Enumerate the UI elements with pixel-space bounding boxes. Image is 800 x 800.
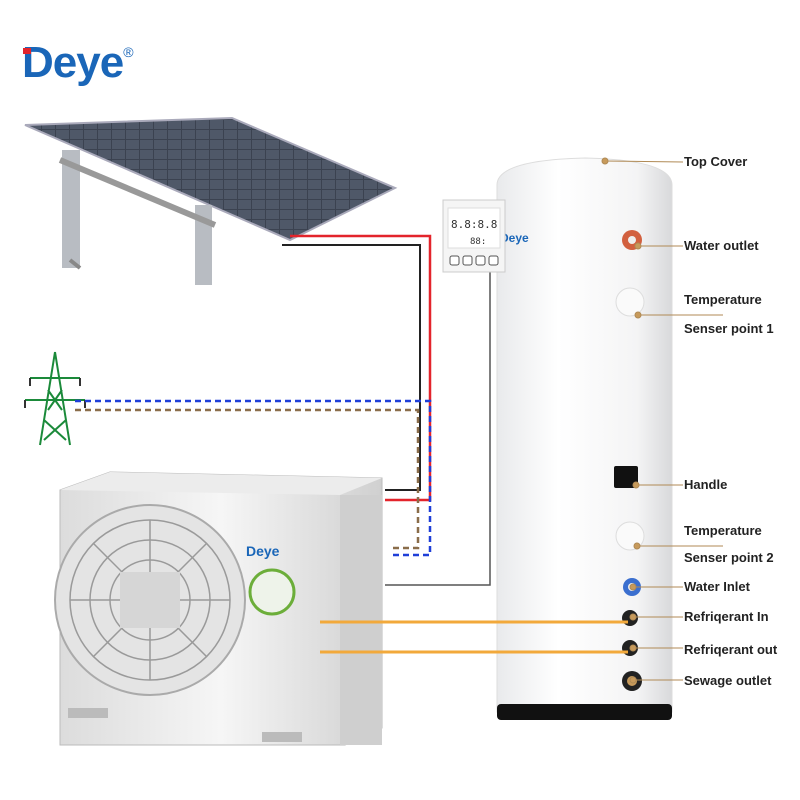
deye-logo: Deye®	[22, 38, 134, 88]
outdoor-heat-pump-unit	[54, 471, 383, 746]
power-pylon-icon	[24, 351, 86, 446]
label-refrigerant-in: Refriqerant In	[684, 609, 769, 624]
registered-mark: ®	[123, 44, 133, 60]
label-water-inlet: Water Inlet	[684, 579, 750, 594]
water-tank	[496, 157, 673, 720]
label-temp-sensor-2-line1: Temperature	[684, 523, 762, 538]
label-sewage-outlet: Sewage outlet	[684, 673, 772, 688]
controller-button-up[interactable]	[475, 255, 486, 266]
tank-logo: Deye	[500, 231, 529, 245]
label-refrigerant-out: Refriqerant out	[684, 642, 778, 657]
controller-button-mode[interactable]	[449, 255, 460, 266]
label-temp-sensor-1-line2: Senser point 1	[684, 321, 774, 336]
controller-panel: 8.8:8.8 88:	[442, 199, 506, 273]
controller-display-main: 8.8:8.8	[451, 218, 497, 231]
logo-text: Deye	[22, 38, 124, 87]
label-temp-sensor-1-line1: Temperature	[684, 292, 762, 307]
controller-button-down[interactable]	[462, 255, 473, 266]
label-water-outlet: Water outlet	[684, 238, 759, 253]
label-temp-sensor-2-line2: Senser point 2	[684, 550, 774, 565]
controller-display-sub: 88:	[470, 237, 486, 247]
label-handle: Handle	[684, 477, 728, 492]
refrigerant-pipes	[320, 620, 628, 654]
handle-icon	[614, 466, 638, 488]
controller-button-power[interactable]	[488, 255, 499, 266]
ac-unit-logo: Deye	[246, 543, 280, 559]
solar-panel	[24, 116, 398, 285]
label-top-cover: Top Cover	[684, 154, 748, 169]
wiring	[75, 234, 491, 586]
leader-lines	[601, 157, 723, 684]
